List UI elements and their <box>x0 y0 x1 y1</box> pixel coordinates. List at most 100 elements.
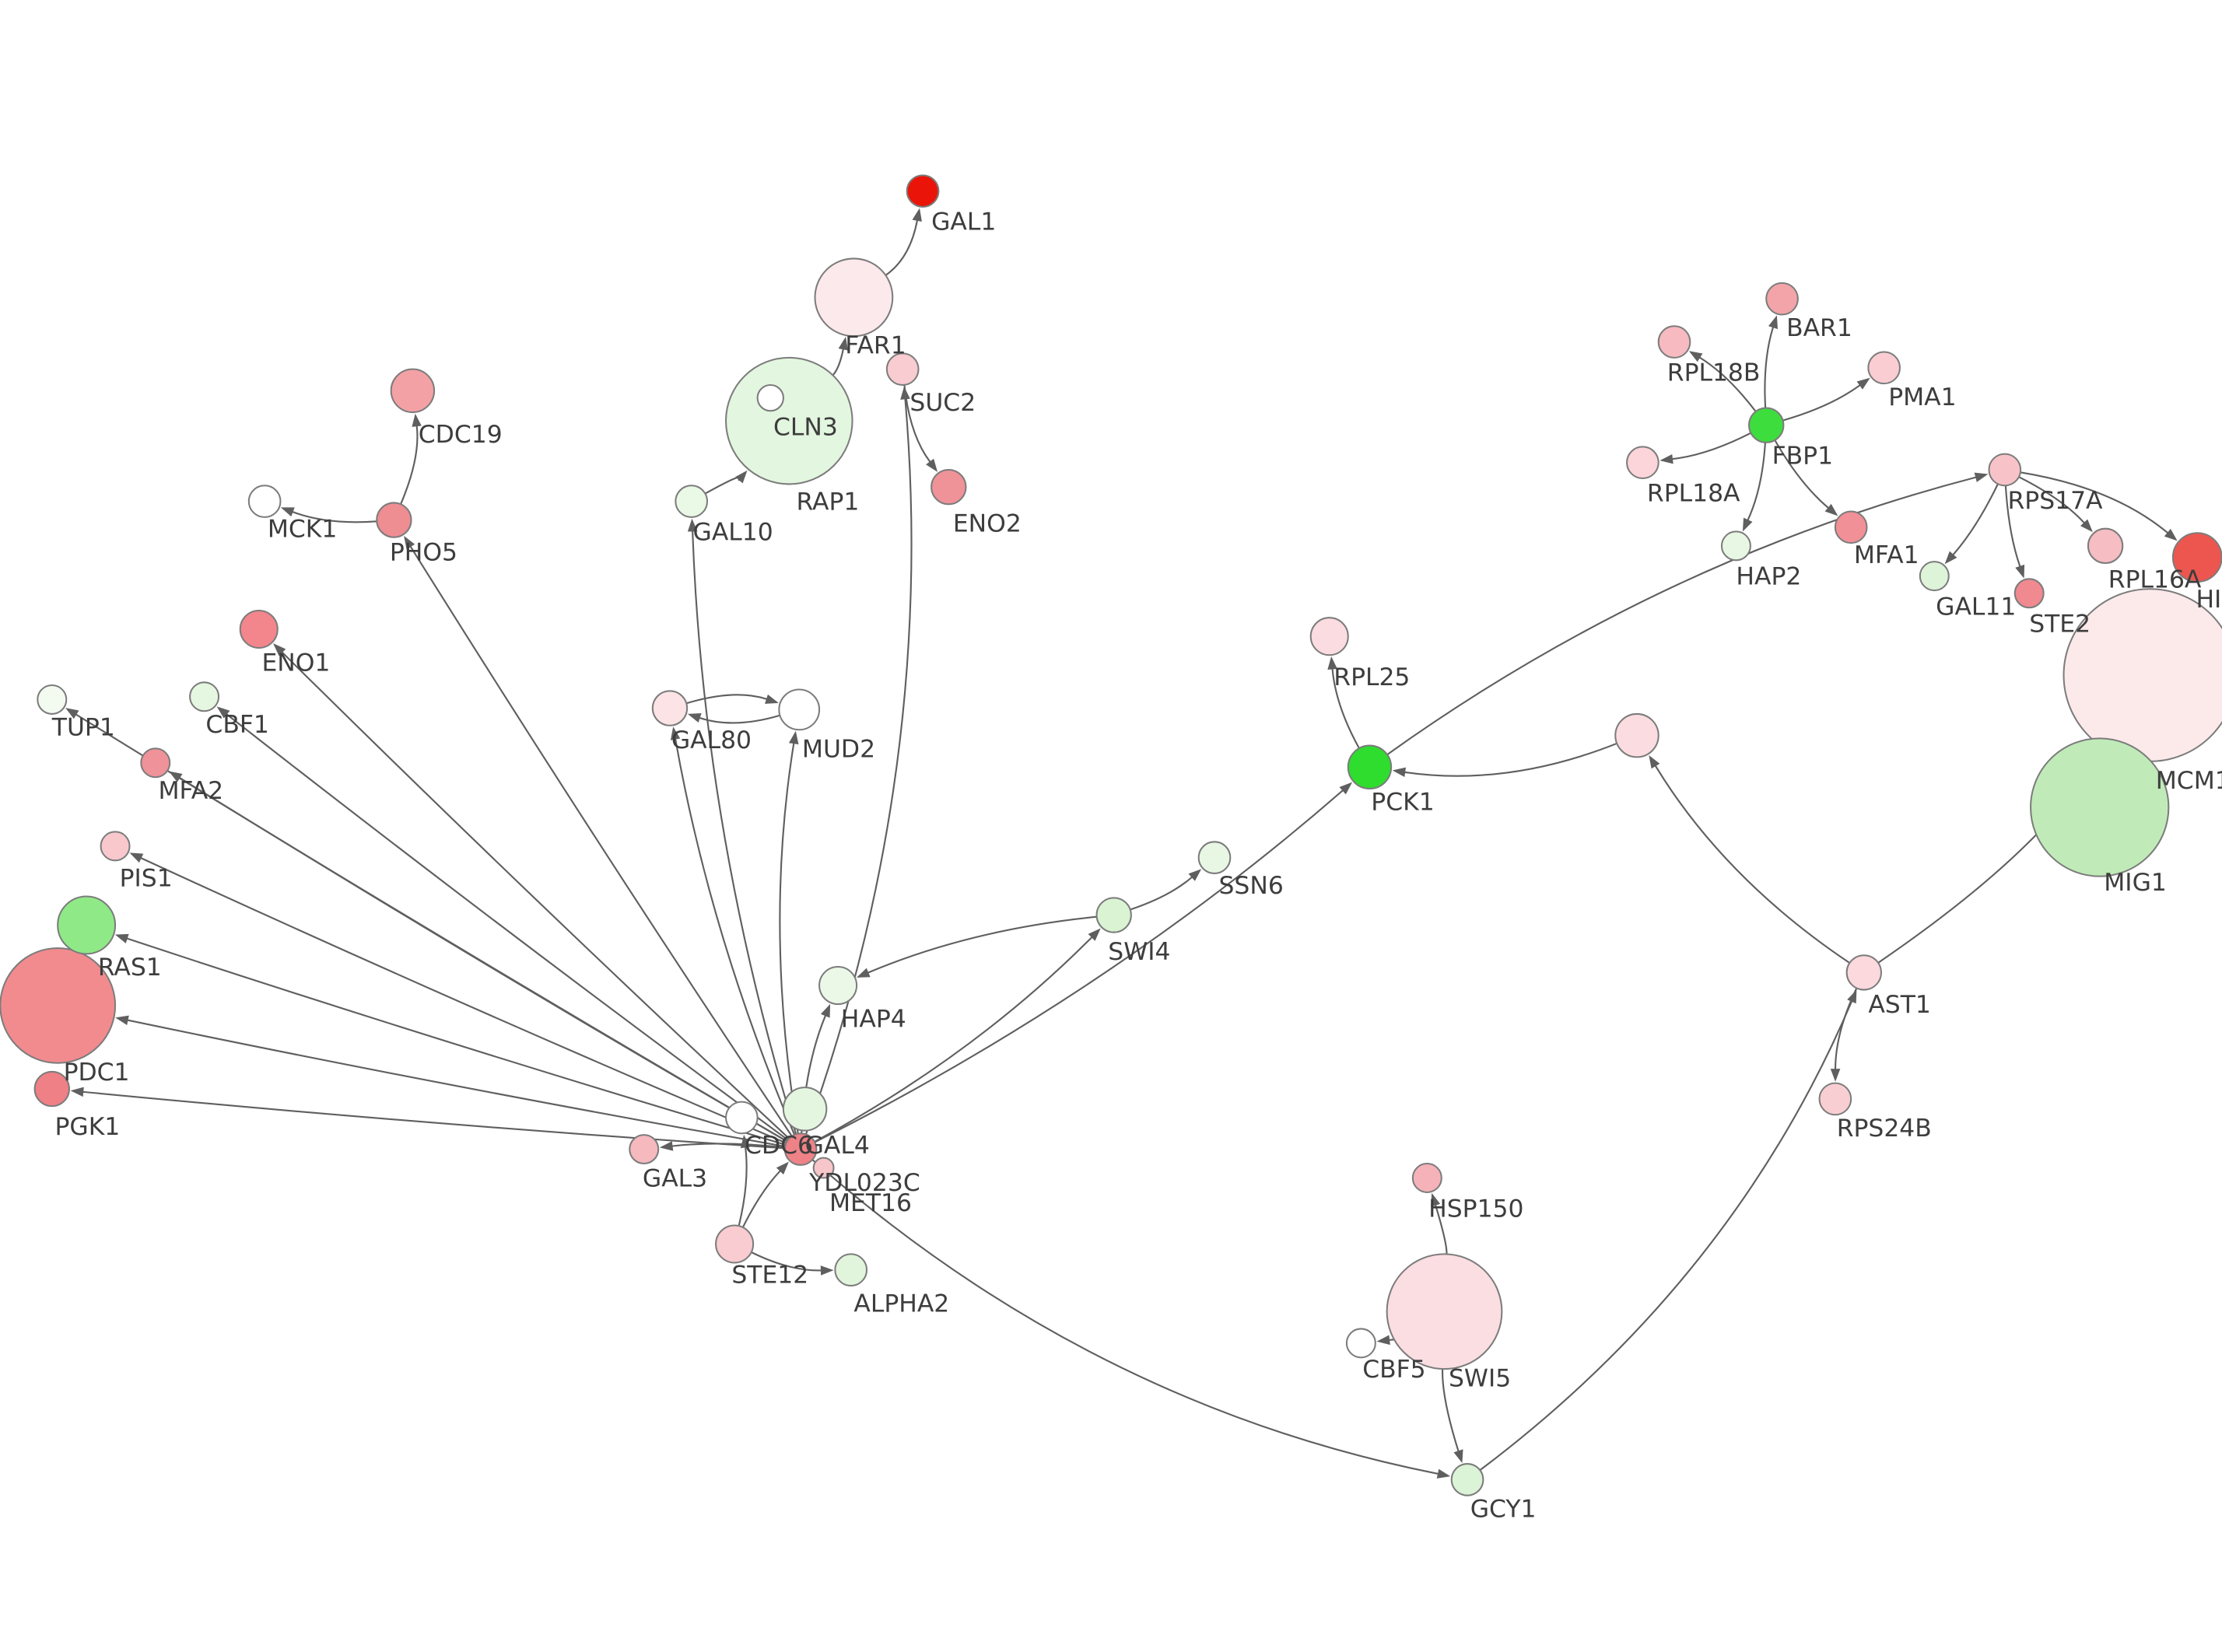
node-RPS24B[interactable] <box>1818 1082 1852 1116</box>
edge-NODE1-PCK1[interactable] <box>1404 742 1618 777</box>
node-TUP1[interactable] <box>37 684 68 715</box>
node-CDC6[interactable] <box>724 1101 759 1135</box>
node-GAL3[interactable] <box>629 1134 660 1165</box>
edge-GAL4-PGK1[interactable] <box>82 1090 786 1150</box>
edge-GAL10-CLN3[interactable] <box>704 476 741 495</box>
node-GAL11[interactable] <box>1919 561 1950 592</box>
node-AST1[interactable] <box>1845 954 1882 991</box>
node-CBF5[interactable] <box>1345 1328 1376 1359</box>
node-STE2[interactable] <box>2013 578 2045 609</box>
arrowhead-PHO5-CDC19 <box>412 413 422 427</box>
edge-GAL4-GCY1[interactable] <box>811 1158 1439 1475</box>
node-NODE1[interactable] <box>1614 712 1659 758</box>
edge-GAL4-CBF1[interactable] <box>226 713 789 1141</box>
edge-GAL4-SUC2[interactable] <box>804 398 913 1136</box>
node-FBP1[interactable] <box>1748 407 1785 443</box>
node-RPL16A[interactable] <box>2087 527 2124 565</box>
node-MIG1[interactable] <box>2030 737 2170 877</box>
node-RPL18B[interactable] <box>1657 325 1691 359</box>
node-PDC1[interactable] <box>0 947 117 1064</box>
edge-CLN3-FAR1[interactable] <box>832 348 844 376</box>
node-SSN6[interactable] <box>1197 841 1232 874</box>
edge-PHO5-CDC19[interactable] <box>399 425 419 506</box>
edge-STE12-GAL4[interactable] <box>741 1170 781 1229</box>
edge-SWI4-SSN6[interactable] <box>1129 877 1193 911</box>
edge-GAL4-GAL3[interactable] <box>671 1143 786 1149</box>
node-HSP150[interactable] <box>1411 1163 1442 1193</box>
edge-GAL4-SWI4[interactable] <box>813 936 1093 1143</box>
node-RPL25[interactable] <box>1309 617 1349 656</box>
node-GAL4[interactable] <box>783 1132 818 1166</box>
edge-GAL4-MUD2[interactable] <box>779 743 799 1135</box>
node-MFA1[interactable] <box>1834 510 1868 544</box>
edge-FBP1-MFA1[interactable] <box>1774 439 1829 509</box>
node-GAL10[interactable] <box>675 485 709 518</box>
edge-GAL80-MUD2[interactable] <box>685 694 768 705</box>
node-PHO5[interactable] <box>376 502 412 538</box>
edge-SWI5-GCY1[interactable] <box>1442 1368 1460 1452</box>
edge-FAR1-GAL1[interactable] <box>885 219 918 276</box>
edge-FBP1-RPL18A[interactable] <box>1671 432 1752 460</box>
node-SWI4[interactable] <box>1095 897 1132 933</box>
edge-GAL4-GAL10[interactable] <box>692 530 797 1136</box>
edge-PHO5-MCK1[interactable] <box>292 511 378 523</box>
edge-RPS17A-STE2[interactable] <box>2004 485 2021 567</box>
node-HAP2[interactable] <box>1720 530 1751 562</box>
node-FAR1[interactable] <box>814 257 894 338</box>
node-PIS1[interactable] <box>100 831 131 862</box>
edge-GAL4-MFA2[interactable] <box>179 777 788 1143</box>
node-MFA2[interactable] <box>140 747 171 779</box>
node-ALPHA2[interactable] <box>834 1253 868 1287</box>
edge-FBP1-RPL18B[interactable] <box>1699 356 1757 413</box>
node-RPL18A[interactable] <box>1626 446 1659 480</box>
edge-GAL4-RAS1[interactable] <box>126 937 787 1146</box>
edge-SWI5-HSP150[interactable] <box>1435 1204 1448 1255</box>
node-SUC2[interactable] <box>885 352 920 387</box>
node-CDC19[interactable] <box>390 368 436 414</box>
edge-AST1-NODE1[interactable] <box>1654 765 1851 964</box>
node-GAL1[interactable] <box>906 174 940 208</box>
edge-PCK1-RPL25[interactable] <box>1331 668 1361 750</box>
node-ENO2[interactable] <box>931 468 967 506</box>
edge-GAL4-GAL80[interactable] <box>675 738 796 1136</box>
edge-PCK1-RPS17A[interactable] <box>1386 476 1977 756</box>
node-HAP4[interactable] <box>818 965 858 1006</box>
node-RAS1[interactable] <box>57 895 117 955</box>
edge-GAL4-PCK1[interactable] <box>814 789 1344 1143</box>
edge-SWI4-HAP4[interactable] <box>867 915 1098 974</box>
edge-GAL4-PDC1[interactable] <box>127 1019 787 1148</box>
node-BAR1[interactable] <box>1765 282 1799 316</box>
edge-STE12-ALPHA2[interactable] <box>750 1251 822 1272</box>
node-GCY1[interactable] <box>1450 1463 1484 1496</box>
node-label-PMA1: PMA1 <box>1888 383 1956 411</box>
edge-GCY1-AST1[interactable] <box>1479 1000 1852 1472</box>
edge-GAL4-ENO1[interactable] <box>281 651 790 1139</box>
node-RPS17A[interactable] <box>1988 453 2022 487</box>
edge-FBP1-BAR1[interactable] <box>1764 327 1774 409</box>
edge-GAL4-PHO5[interactable] <box>409 546 793 1137</box>
edge-GAL4-PIS1[interactable] <box>140 857 787 1144</box>
edge-FBP1-PMA1[interactable] <box>1782 384 1861 422</box>
node-MCK1[interactable] <box>247 485 282 518</box>
edge-RPS17A-GAL11[interactable] <box>1952 483 1999 555</box>
node-YDL023C[interactable] <box>782 1087 828 1132</box>
edge-MUD2-GAL80[interactable] <box>699 714 781 724</box>
edge-SUC2-ENO2[interactable] <box>903 383 931 463</box>
node-CBF1[interactable] <box>189 681 220 712</box>
node-CLN3[interactable] <box>724 356 853 485</box>
node-PMA1[interactable] <box>1867 351 1901 385</box>
edge-RPS17A-HIS4[interactable] <box>2019 471 2168 534</box>
node-ENO1[interactable] <box>239 609 279 649</box>
node-PCK1[interactable] <box>1347 744 1393 789</box>
edge-STE12-CDC6[interactable] <box>738 1146 748 1227</box>
edge-FBP1-HAP2[interactable] <box>1747 441 1766 521</box>
node-MET16[interactable] <box>812 1157 835 1179</box>
edge-RPS17A-RPL16A[interactable] <box>2017 476 2085 523</box>
node-MUD2[interactable] <box>778 688 821 731</box>
node-STE12[interactable] <box>715 1224 755 1264</box>
node-PGK1[interactable] <box>33 1070 70 1108</box>
node-SWI5[interactable] <box>1386 1253 1503 1370</box>
node-RAP1[interactable] <box>756 383 784 412</box>
node-GAL80[interactable] <box>651 690 689 726</box>
